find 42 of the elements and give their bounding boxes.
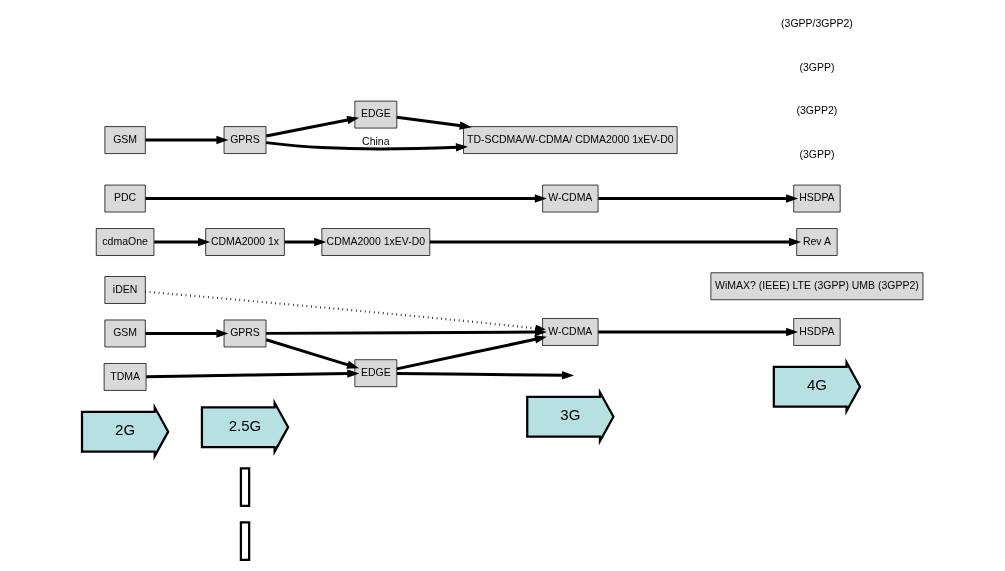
node-box: HSDPA bbox=[793, 318, 841, 346]
node-box: EDGE bbox=[354, 100, 398, 129]
node-box: CDMA2000 1xEV-D0 bbox=[321, 228, 431, 256]
node-box: W-CDMA bbox=[542, 184, 599, 213]
node-box: WiMAX? (IEEE) LTE (3GPP) UMB (3GPP2) bbox=[710, 272, 924, 301]
arrow bbox=[265, 141, 468, 152]
arrow bbox=[429, 237, 802, 247]
node-box: HSDPA bbox=[793, 184, 841, 213]
arrow bbox=[598, 327, 799, 337]
node-box: TD-SCDMA/W-CDMA/ CDMA2000 1xEV-D0 bbox=[463, 126, 678, 154]
edge-label: China bbox=[362, 135, 390, 147]
node-box: iDEN bbox=[104, 276, 146, 304]
node-box: cdmaOne bbox=[95, 228, 155, 256]
arrow bbox=[598, 194, 799, 203]
node-box: GSM bbox=[104, 319, 146, 348]
node-box: GSM bbox=[104, 126, 146, 154]
node-box: PDC bbox=[104, 184, 146, 213]
arrow bbox=[396, 115, 472, 130]
arrow bbox=[145, 329, 229, 338]
arrow bbox=[146, 369, 360, 379]
arrow bbox=[265, 115, 360, 138]
label: (3GPP) bbox=[799, 148, 835, 160]
arrow bbox=[266, 327, 547, 337]
label: (3GPP) bbox=[799, 61, 835, 73]
arrow bbox=[396, 371, 575, 380]
arrow bbox=[265, 338, 359, 369]
label: (3GPP2) bbox=[796, 105, 838, 117]
node-box: GPRS bbox=[223, 319, 267, 348]
label: (3GPP/3GPP2) bbox=[781, 18, 853, 30]
node-box: CDMA2000 1x bbox=[205, 228, 285, 256]
node-box: TDMA bbox=[103, 363, 147, 391]
arrow bbox=[154, 237, 211, 247]
node-box: EDGE bbox=[354, 359, 398, 388]
arrow bbox=[145, 194, 547, 203]
arrow bbox=[396, 335, 547, 371]
arrow bbox=[145, 135, 229, 145]
node-box: Rev A bbox=[796, 228, 838, 256]
node-bar bbox=[239, 467, 251, 507]
arrow bbox=[284, 237, 327, 247]
node-box: W-CDMA bbox=[542, 318, 599, 346]
node-box: GPRS bbox=[223, 126, 267, 154]
node-bar bbox=[239, 521, 251, 561]
